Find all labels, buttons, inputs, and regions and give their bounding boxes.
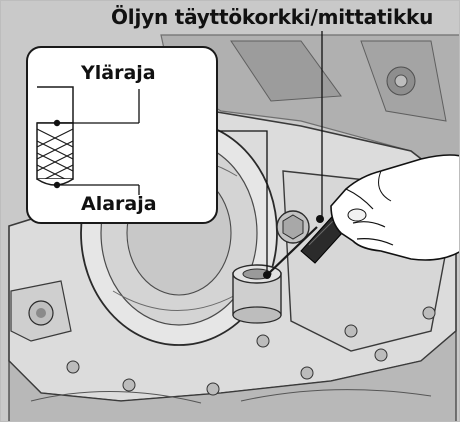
oil-filler-cap-dipstick-label: Öljyn täyttökorkki/mittatikku (111, 7, 433, 27)
oil-filler-neck (233, 265, 281, 323)
lower-level-label: Alaraja (81, 195, 157, 214)
upper-level-label: Yläraja (81, 64, 156, 83)
